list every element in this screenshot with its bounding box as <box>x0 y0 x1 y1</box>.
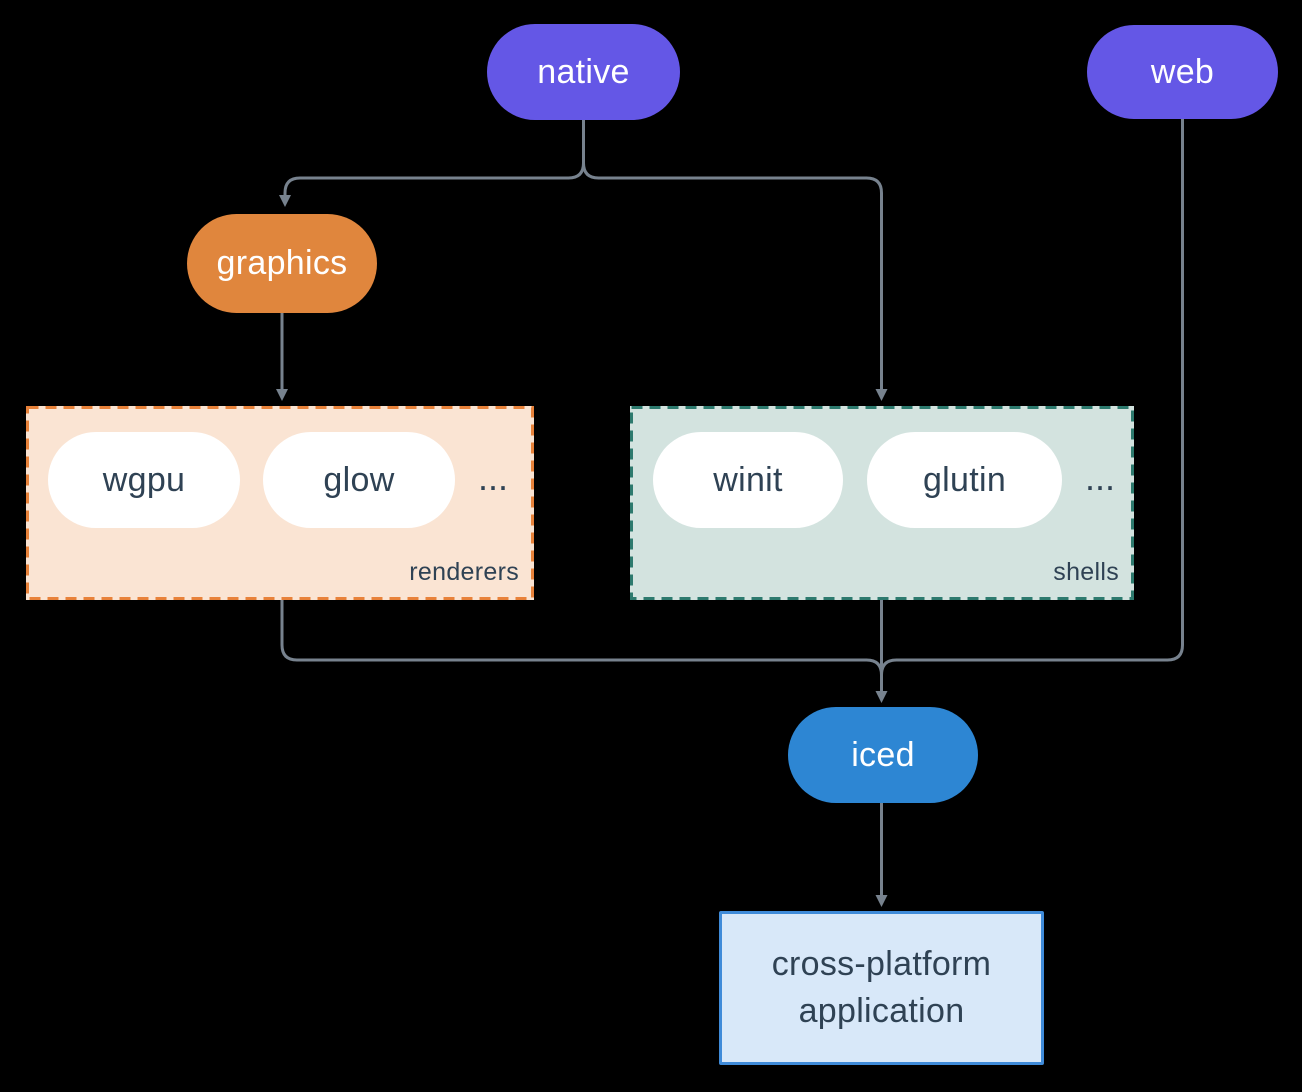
node-glow: glow <box>263 432 455 528</box>
group-shells: winit glutin ... shells <box>630 406 1134 600</box>
renderers-ellipsis: ... <box>478 457 509 498</box>
edge-renderers-to-iced <box>280 599 883 680</box>
edge-native-to-graphics <box>279 119 585 207</box>
node-cross-platform-application: cross-platform application <box>719 911 1044 1065</box>
shells-ellipsis: ... <box>1085 457 1116 498</box>
node-iced: iced <box>788 707 978 803</box>
node-native: native <box>487 24 680 120</box>
node-glutin: glutin <box>867 432 1062 528</box>
renderers-group-label: renderers <box>409 558 519 586</box>
app-label-line2: application <box>798 992 965 1030</box>
node-wgpu: wgpu <box>48 432 240 528</box>
shells-group-label: shells <box>1053 558 1119 586</box>
edge-native-to-shells <box>582 119 888 401</box>
node-web: web <box>1087 25 1278 119</box>
group-renderers: wgpu glow ... renderers <box>26 406 534 600</box>
node-winit: winit <box>653 432 843 528</box>
node-graphics: graphics <box>187 214 377 313</box>
app-label-line1: cross-platform <box>771 945 992 983</box>
